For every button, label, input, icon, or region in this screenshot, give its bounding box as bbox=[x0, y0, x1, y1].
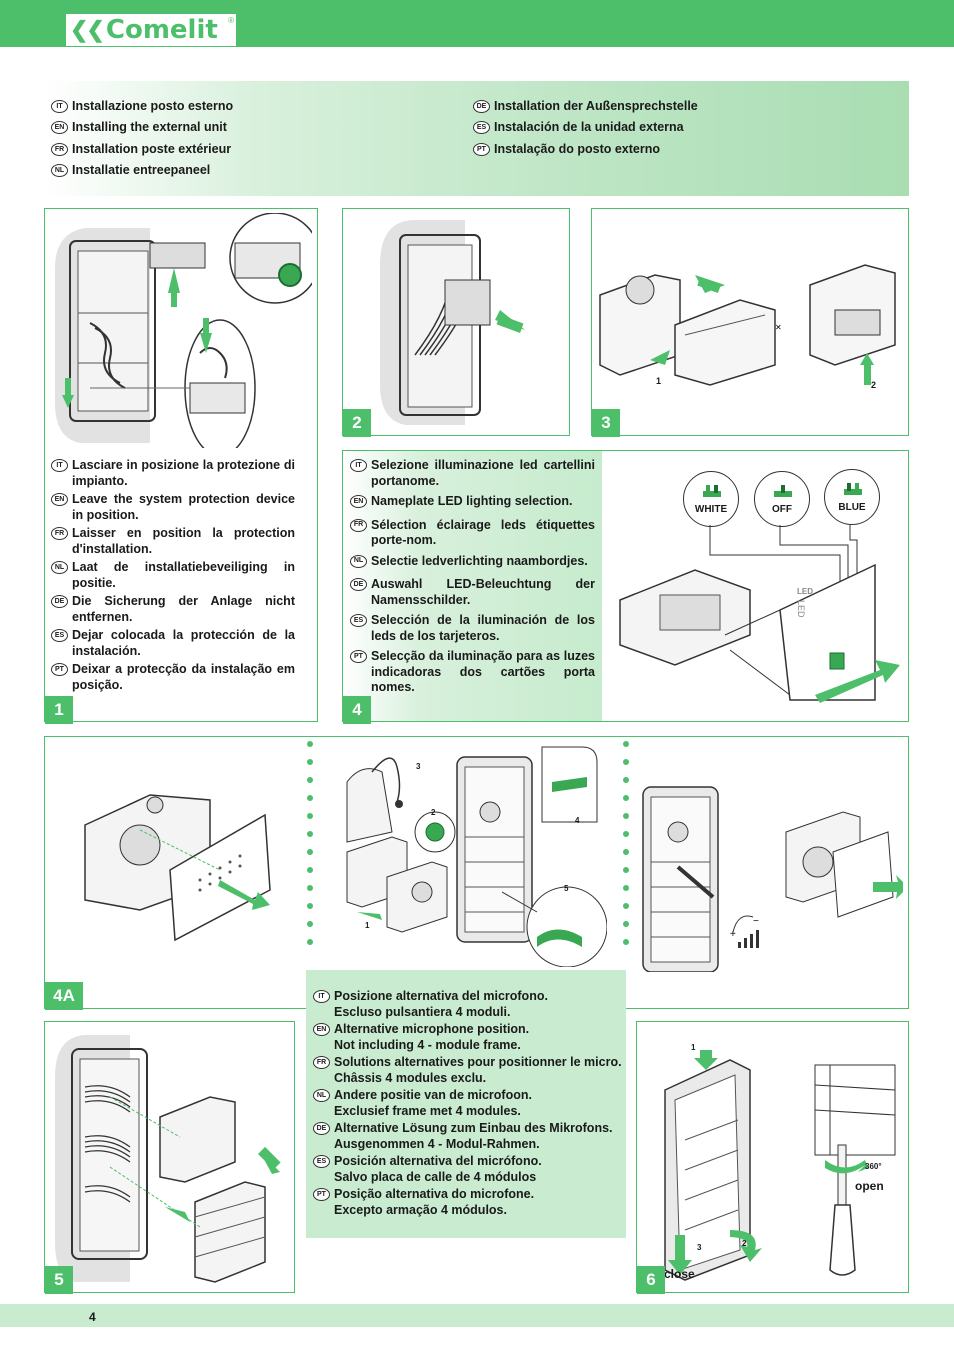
step3-illustration: ✕ bbox=[599, 264, 896, 386]
led-option-blue: BLUE bbox=[824, 469, 880, 525]
step6-label-1: 1 bbox=[691, 1043, 696, 1052]
step3-label-2: 2 bbox=[871, 380, 877, 390]
logo-mark-icon: ❮❮ bbox=[70, 17, 105, 42]
step4a-illustration-main bbox=[84, 794, 271, 942]
logo-registered: ® bbox=[228, 16, 234, 25]
step4a-text-background bbox=[306, 970, 626, 1238]
step4a-number: 4A bbox=[45, 982, 83, 1010]
step2-number: 2 bbox=[343, 409, 371, 437]
led-blue-icon bbox=[844, 483, 862, 495]
led-white-icon bbox=[703, 485, 721, 497]
step5-illustration bbox=[55, 1035, 281, 1283]
step4-number: 4 bbox=[343, 696, 371, 724]
step3-label-1: 1 bbox=[656, 376, 662, 386]
step4a-illustration-alt: + − bbox=[642, 786, 903, 972]
led-label: LED bbox=[797, 587, 813, 596]
led-option-off: OFF bbox=[754, 471, 810, 527]
footer-bar bbox=[0, 1304, 954, 1327]
step4-text-background bbox=[343, 451, 602, 721]
step6-number: 6 bbox=[637, 1266, 665, 1294]
led-off-icon bbox=[774, 485, 792, 497]
step6-degrees-label: 360° bbox=[865, 1162, 882, 1171]
page-number: 4 bbox=[89, 1310, 96, 1324]
step3-number: 3 bbox=[592, 409, 620, 437]
step4-illustration: LED bbox=[619, 525, 900, 703]
step4a-illustration-steps bbox=[346, 746, 607, 967]
svg-text:LED: LED bbox=[796, 600, 806, 618]
comelit-logo: ❮❮ Comelit ® bbox=[66, 14, 236, 46]
svg-text:✕: ✕ bbox=[775, 323, 782, 332]
separator-dots-right bbox=[623, 741, 629, 957]
step4a-label-4: 4 bbox=[575, 816, 580, 825]
step4a-label-2: 2 bbox=[431, 808, 436, 817]
step4a-label-3: 3 bbox=[416, 762, 421, 771]
step6-illustration bbox=[664, 1050, 896, 1281]
step6-open-label: open bbox=[855, 1179, 884, 1193]
svg-text:+: + bbox=[730, 929, 736, 940]
led-option-white: WHITE bbox=[683, 471, 739, 527]
step6-label-2: 2 bbox=[742, 1239, 747, 1248]
step6-close-label: close bbox=[664, 1267, 695, 1281]
step2-illustration bbox=[380, 220, 525, 425]
svg-text:−: − bbox=[753, 916, 759, 927]
step5-number: 5 bbox=[45, 1266, 73, 1294]
logo-text: Comelit bbox=[105, 15, 218, 45]
step1-number: 1 bbox=[45, 696, 73, 724]
step1-illustration bbox=[55, 213, 312, 448]
step4a-label-5: 5 bbox=[564, 884, 569, 893]
step4a-label-1: 1 bbox=[365, 921, 370, 930]
step6-label-3: 3 bbox=[697, 1243, 702, 1252]
separator-dots-left bbox=[307, 741, 313, 957]
